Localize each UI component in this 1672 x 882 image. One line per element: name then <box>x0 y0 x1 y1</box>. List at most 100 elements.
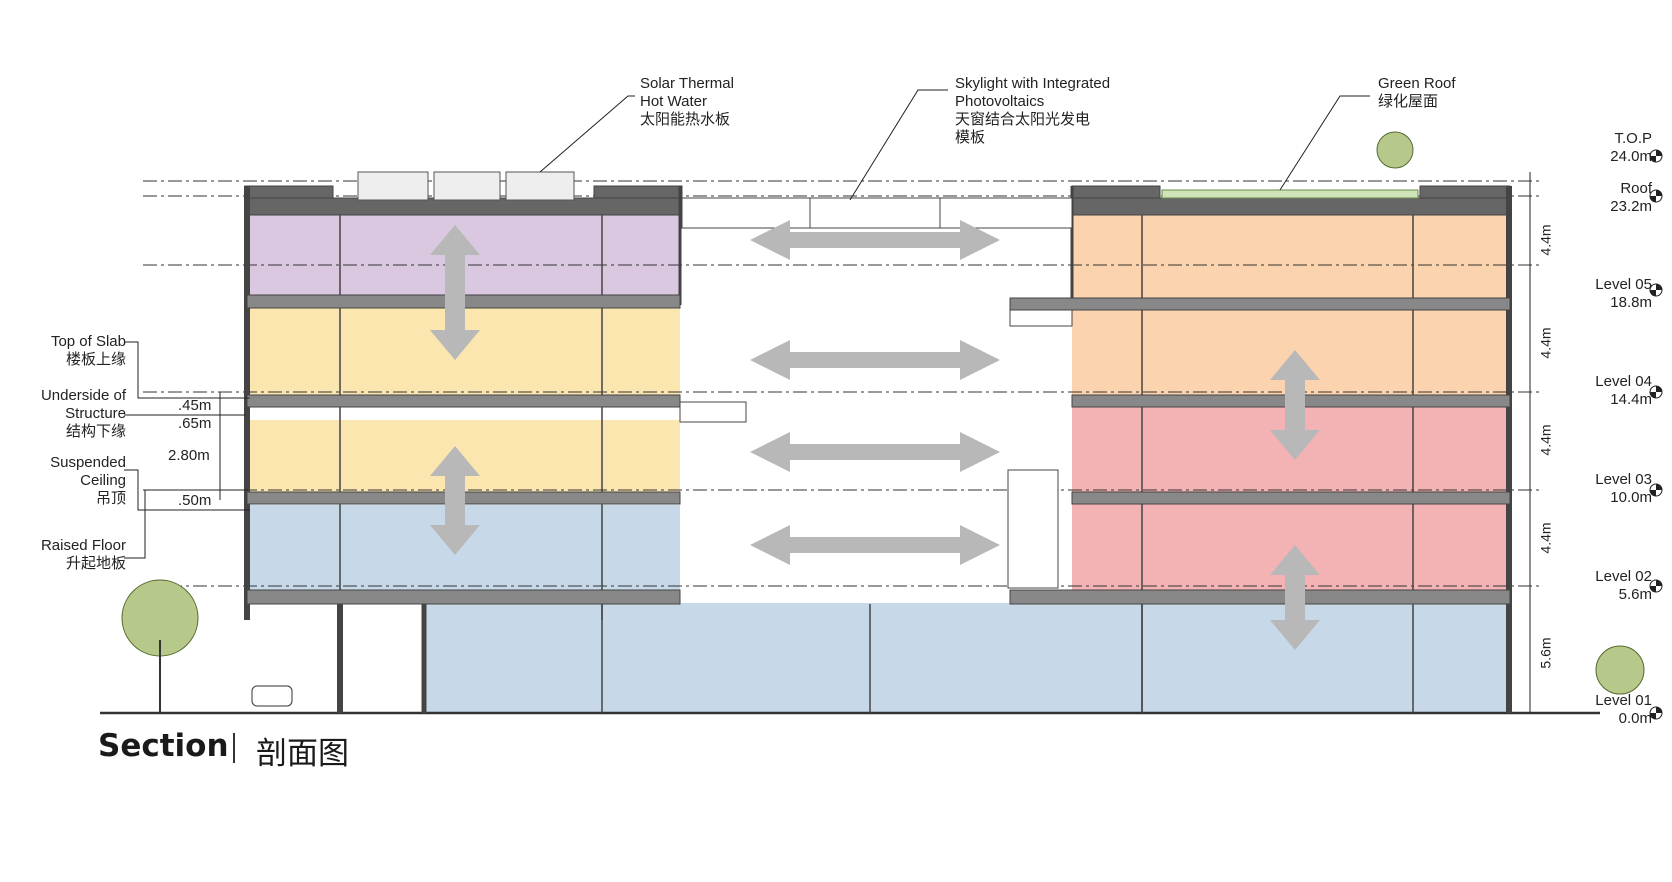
level-marker-fill-6 <box>1650 707 1662 719</box>
circulation-arrows <box>430 220 1320 650</box>
level-markers <box>1649 149 1663 720</box>
level-top-name: T.O.P <box>1614 130 1652 147</box>
title-cn: 剖面图 <box>256 736 349 772</box>
floor-height-l02: 4.4m <box>1537 522 1554 554</box>
topslab-leader <box>124 341 250 399</box>
v-arrow-right-1 <box>1270 350 1320 460</box>
underside-line2: Structure <box>65 405 126 422</box>
dim-280: 2.80m <box>168 447 210 464</box>
level-03-elev: 10.0m <box>1610 489 1652 506</box>
level-top-elev: 24.0m <box>1610 148 1652 165</box>
underside-label: Underside of Structure 结构下缘 <box>8 387 126 441</box>
greenroof-leader <box>1279 95 1370 191</box>
level-04-elev: 14.4m <box>1610 391 1652 408</box>
level-04-name: Level 04 <box>1595 373 1652 390</box>
level-marker-fill-4 <box>1650 484 1662 496</box>
raised-leader <box>124 489 248 559</box>
h-arrow-2 <box>750 340 1000 380</box>
solar-label: Solar Thermal Hot Water 太阳能热水板 <box>640 75 734 129</box>
suspended-line1: Suspended <box>50 454 126 471</box>
level-roof-elev: 23.2m <box>1610 198 1652 215</box>
right-roof-parapet-l <box>1071 185 1161 199</box>
skylight-bridge <box>681 197 1073 229</box>
level-01-name: Level 01 <box>1595 692 1652 709</box>
left-slab-l04 <box>246 394 681 408</box>
top-of-slab-line2: 楼板上缘 <box>65 351 126 368</box>
skylight-label-line1: Skylight with Integrated <box>955 75 1111 92</box>
car <box>251 685 293 707</box>
level-05-name: Level 05 <box>1595 276 1652 293</box>
floor-height-l03: 4.4m <box>1537 424 1554 456</box>
top-of-slab-line1: Top of Slab <box>50 333 126 350</box>
level-marker-fill-1 <box>1650 190 1662 202</box>
title-separator <box>233 733 235 763</box>
skylight-label-line4: 模板 <box>955 129 986 146</box>
solar-leader <box>539 95 635 173</box>
suspended-label: Suspended Ceiling 吊顶 <box>8 454 126 508</box>
trees <box>121 131 1645 713</box>
level-04: Level 04 14.4m <box>1560 373 1652 409</box>
solar-label-line1: Solar Thermal <box>640 75 734 92</box>
level-05: Level 05 18.8m <box>1560 276 1652 312</box>
v-arrow-right-2 <box>1270 545 1320 650</box>
zone-ground-wide <box>424 603 1510 713</box>
zone-right-level05 <box>1072 215 1508 305</box>
level-marker-fill-2 <box>1650 284 1662 296</box>
raised-floor-line1: Raised Floor <box>40 537 126 554</box>
level-03: Level 03 10.0m <box>1560 471 1652 507</box>
floor-zones <box>248 215 1510 713</box>
skylight-label: Skylight with Integrated Photovoltaics 天… <box>955 75 1110 147</box>
dim-065: .65m <box>178 415 212 432</box>
dim-045: .45m <box>178 397 212 414</box>
level-roof-name: Roof <box>1620 180 1652 197</box>
suspended-leader <box>124 469 250 511</box>
left-balcony <box>679 401 747 423</box>
skylight-label-line2: Photovoltaics <box>955 93 1045 110</box>
ground-columns <box>337 604 1143 713</box>
right-balcony <box>1009 309 1073 327</box>
underside-line1: Underside of <box>40 387 126 404</box>
level-05-elev: 18.8m <box>1610 294 1652 311</box>
level-marker-fill-5 <box>1650 580 1662 592</box>
left-roof-slab <box>244 197 683 216</box>
level-01: Level 01 0.0m <box>1560 692 1652 728</box>
level-top: T.O.P 24.0m <box>1560 130 1652 166</box>
v-arrow-left-1 <box>430 225 480 360</box>
h-arrow-4 <box>750 525 1000 565</box>
skylight-leader <box>849 89 948 201</box>
right-slab-l03 <box>1071 491 1511 505</box>
dim-050: .50m <box>178 492 212 509</box>
skylight-label-line3: 天窗结合太阳光发电 <box>955 111 1091 128</box>
right-roof-parapet-r <box>1419 185 1511 199</box>
greenroof-label: Green Roof 绿化屋面 <box>1378 75 1456 111</box>
floor-height-l04: 4.4m <box>1537 327 1554 359</box>
callout-leaders <box>124 89 1370 559</box>
green-roof <box>1161 189 1419 199</box>
tree-right-canopy <box>1595 645 1645 695</box>
v-arrow-left-2 <box>430 446 480 555</box>
left-building <box>244 185 747 713</box>
right-stair <box>1007 469 1059 589</box>
level-marker-fill-3 <box>1650 386 1662 398</box>
greenroof-label-line2: 绿化屋面 <box>1378 93 1439 110</box>
floor-height-l05: 4.4m <box>1537 224 1554 256</box>
title-en: Section <box>98 728 229 764</box>
raised-floor-line2: 升起地板 <box>65 555 126 572</box>
level-01-elev: 0.0m <box>1618 710 1652 727</box>
floor-height-l01: 5.6m <box>1537 637 1554 669</box>
left-roof-parapet-l <box>244 185 334 199</box>
level-03-name: Level 03 <box>1595 471 1652 488</box>
right-slab-l02 <box>1009 589 1511 605</box>
tree-roof-canopy <box>1376 131 1414 169</box>
raised-floor-label: Raised Floor 升起地板 <box>8 537 126 573</box>
level-marker-fill-0 <box>1650 150 1662 162</box>
right-roof-slab <box>1071 197 1511 216</box>
suspended-line3: 吊顶 <box>95 490 126 507</box>
level-02-name: Level 02 <box>1595 568 1652 585</box>
suspended-line2: Ceiling <box>80 472 126 489</box>
solar-label-line2: Hot Water <box>640 93 707 110</box>
top-of-slab-label: Top of Slab 楼板上缘 <box>8 333 126 369</box>
right-slab-l05 <box>1009 297 1511 311</box>
greenroof-label-line1: Green Roof <box>1378 75 1456 92</box>
